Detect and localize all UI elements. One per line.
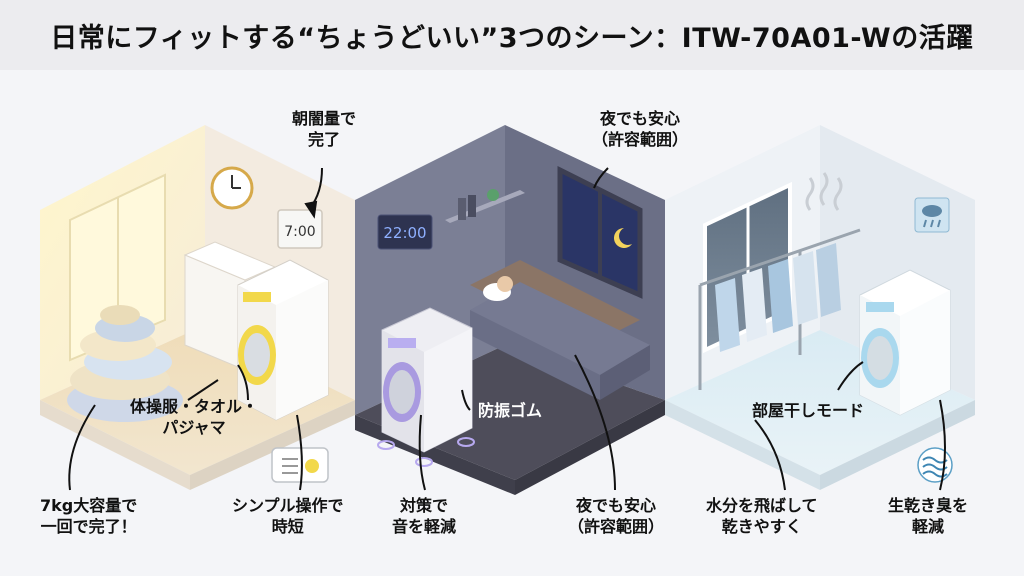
label-night-bottom: 夜でも安心 （許容範囲） [568, 496, 665, 536]
odor-reduction-icon [917, 447, 953, 483]
digital-clock-night [377, 214, 433, 250]
label-night-top: 夜でも安心 （許容範囲） [592, 109, 689, 149]
three-rooms-illustration: 7:00 22:00 [40, 125, 975, 495]
label-clothes: 体操服・タオル・ パジャマ [130, 397, 259, 437]
label-capacity: 7kg大容量で 一回で完了！ [40, 496, 138, 536]
rubber-pad [377, 440, 395, 450]
night-window [557, 165, 643, 299]
label-odor: 生乾き臭を 軽減 [888, 496, 969, 536]
callout-arrows [68, 167, 946, 491]
washer-night [381, 307, 473, 453]
label-rubber: 防振ゴム [478, 401, 543, 420]
room-night: 22:00 [355, 125, 665, 495]
room-drying [665, 125, 975, 490]
clock-time-night: 22:00 [383, 224, 426, 242]
label-mode: 部屋干しモード [752, 401, 865, 420]
moon-icon [614, 228, 632, 249]
rubber-pad [457, 437, 475, 447]
label-noise: 対策で 音を軽減 [392, 496, 457, 536]
washer-drying [859, 269, 951, 416]
digital-clock [277, 209, 323, 249]
label-operation: シンプル操作で 時短 [232, 496, 344, 536]
rain-cloud-icon [914, 197, 950, 233]
clock-time-morning: 7:00 [284, 224, 315, 240]
header-bar: 日常にフィットする“ちょうどいい”3つのシーン：ITW-70A01-Wの活躍 [0, 0, 1024, 70]
washer-morning [237, 259, 329, 421]
wall-clock-icon [210, 166, 254, 210]
laundry-pile [67, 305, 183, 422]
room-morning: 7:00 [40, 125, 355, 490]
label-morning: 朝闇量で 完了 [292, 109, 357, 149]
bed [470, 260, 650, 400]
drying-rack [698, 228, 861, 390]
control-panel-icon [271, 447, 329, 483]
scene-illustration: 7:00 22:00 [0, 70, 1024, 572]
label-dry: 水分を飛ばして 乾きやすく [706, 496, 818, 536]
rubber-pad [415, 457, 433, 467]
page-title: 日常にフィットする“ちょうどいい”3つのシーン：ITW-70A01-Wの活躍 [50, 22, 974, 54]
